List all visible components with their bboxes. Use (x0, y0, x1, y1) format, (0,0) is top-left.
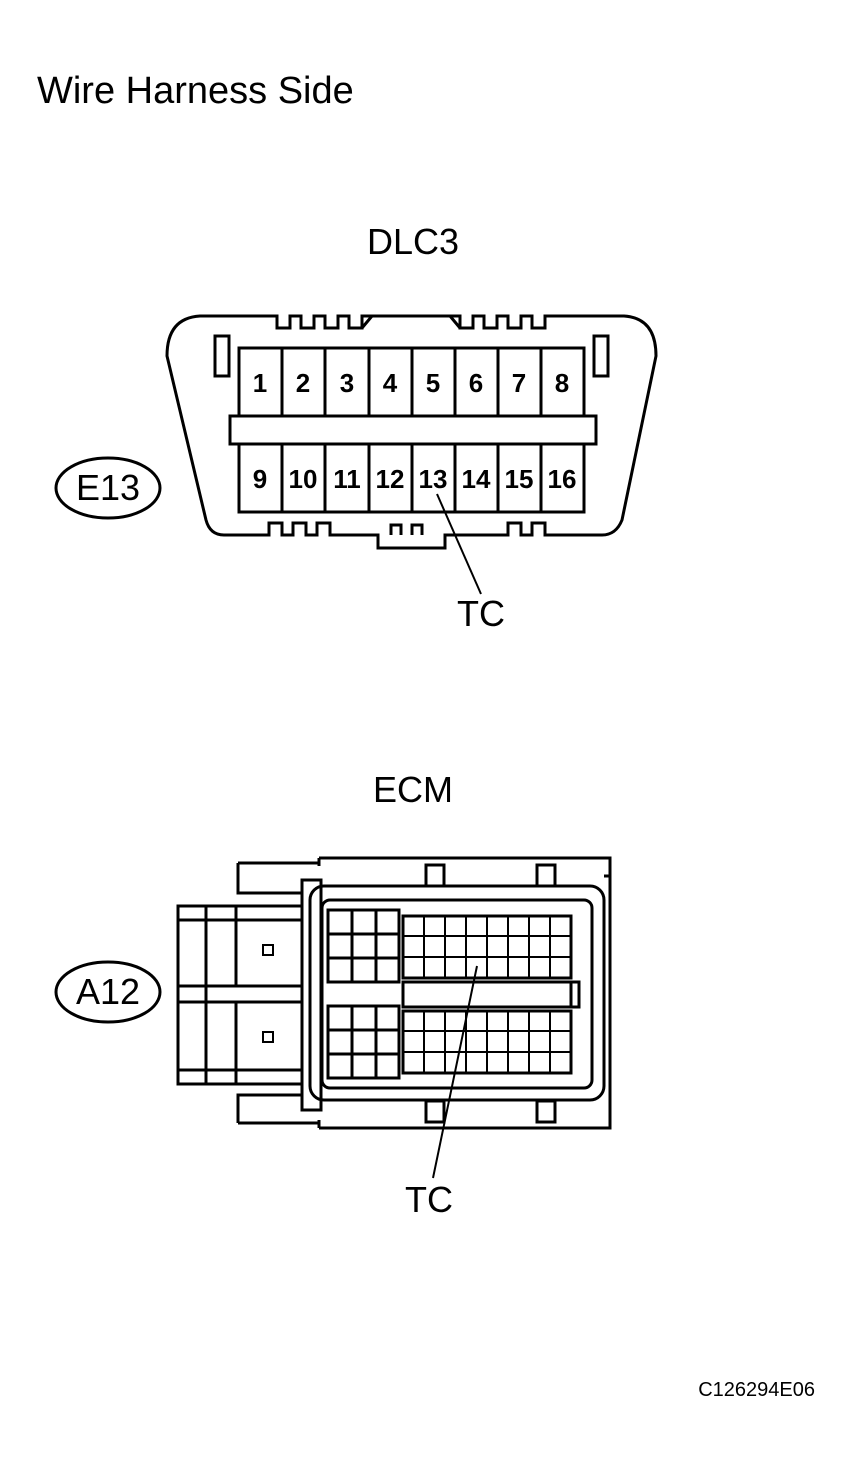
dlc3-pin: 16 (547, 464, 577, 494)
dlc3-pin: 10 (288, 464, 318, 494)
dlc3-pin: 8 (554, 368, 570, 398)
figure-id: C126294E06 (698, 1379, 815, 1401)
dlc3-tc-label: TC (457, 593, 505, 634)
dlc3-shell (165, 314, 658, 550)
dlc3-pin: 9 (252, 464, 268, 494)
dlc3-pin: 12 (375, 464, 405, 494)
dlc3-pin: 13 (418, 464, 448, 494)
dlc3-pin: 6 (468, 368, 484, 398)
dlc3-pin: 11 (333, 464, 361, 494)
ecm-title: ECM (373, 769, 453, 810)
dlc3-pin: 2 (295, 368, 311, 398)
dlc3-pin: 7 (511, 368, 527, 398)
dlc3-title: DLC3 (366, 221, 460, 262)
dlc3-pin: 1 (252, 368, 268, 398)
dlc3-pin: 4 (382, 368, 398, 398)
ecm-tc-label: TC (405, 1179, 453, 1220)
dlc3-pin: 5 (425, 368, 441, 398)
dlc3-connector-code: E13 (75, 467, 141, 508)
dlc3-pin: 3 (339, 368, 355, 398)
dlc3-pin: 15 (504, 464, 534, 494)
ecm-connector-code: A12 (75, 971, 141, 1012)
page-title: Wire Harness Side (37, 70, 354, 112)
dlc3-pin: 14 (461, 464, 491, 494)
